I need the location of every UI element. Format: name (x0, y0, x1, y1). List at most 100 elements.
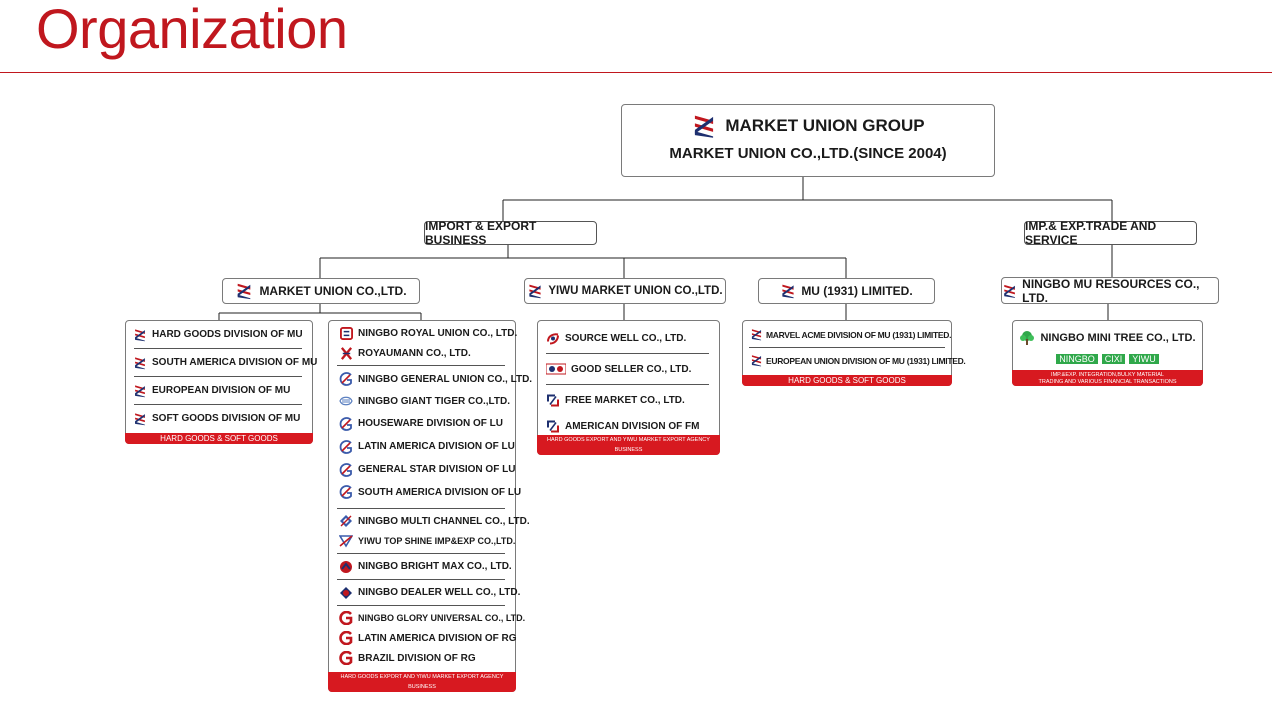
royal-union-logo-icon (339, 326, 353, 340)
source-well-logo-icon (547, 332, 559, 344)
division-label: LATIN AMERICA DIVISION OF LU (358, 441, 515, 452)
list-item: NINGBO GIANT TIGER CO.,LTD. (329, 390, 515, 412)
division-label: MARVEL ACME DIVISION OF MU (1931) LIMITE… (766, 329, 952, 340)
location-tag: YIWU (1128, 353, 1160, 365)
company-label: NINGBO BRIGHT MAX CO., LTD. (358, 561, 512, 572)
group-name: MARKET UNION GROUP (725, 116, 925, 135)
footer-line: IMP.&EXP. INTEGRATION,BULKY MATERIAL (1051, 372, 1164, 378)
group-company-name: MARKET UNION CO.,LTD.(SINCE 2004) (669, 145, 947, 162)
company-market-union: MARKET UNION CO.,LTD. (222, 278, 420, 304)
division-label: EUROPEAN DIVISION OF MU (152, 385, 291, 396)
company-label: NINGBO MULTI CHANNEL CO., LTD. (358, 515, 530, 527)
branch-label: IMPORT & EXPORT BUSINESS (425, 219, 537, 247)
company-label: NINGBO DEALER WELL CO., LTD. (358, 587, 521, 598)
company-label: MU (1931) LIMITED. (801, 284, 913, 298)
list-item: AMERICAN DIVISION OF FM (538, 413, 719, 439)
company-label: GOOD SELLER CO., LTD. (571, 363, 692, 375)
divider (749, 347, 945, 348)
market-union-logo-icon (133, 328, 147, 342)
category-footer: HARD GOODS & SOFT GOODS (742, 375, 952, 386)
company-ningbo-mu-resources: NINGBO MU RESOURCES CO., LTD. (1001, 277, 1219, 305)
division-label: SOUTH AMERICA DIVISION OF LU (358, 486, 522, 498)
list-item: NINGBO GENERAL UNION CO., LTD. (329, 368, 532, 390)
top-shine-logo-icon (339, 535, 353, 548)
division-label: SOUTH AMERICA DIVISION OF MU (152, 357, 318, 368)
company-label: NINGBO ROYAL UNION CO., LTD. (358, 327, 518, 339)
market-union-logo-icon (133, 412, 147, 426)
division-label: HARD GOODS DIVISION OF MU (152, 329, 303, 340)
divider (337, 579, 505, 580)
company-label: FREE MARKET CO., LTD. (565, 394, 685, 406)
divider (337, 508, 505, 509)
category-footer: IMP.&EXP. INTEGRATION,BULKY MATERIAL TRA… (1012, 370, 1203, 386)
general-union-logo-icon (339, 485, 352, 499)
division-label: EUROPEAN UNION DIVISION OF MU (1931) LIM… (766, 355, 966, 366)
division-label: AMERICAN DIVISION OF FM (565, 420, 700, 432)
mu-1931-divisions-box: MARVEL ACME DIVISION OF MU (1931) LIMITE… (742, 320, 966, 386)
company-label: NINGBO GENERAL UNION CO., LTD. (358, 373, 533, 385)
group-root-box: MARKET UNION GROUP MARKET UNION CO.,LTD.… (621, 104, 995, 177)
list-item: SOUTH AMERICA DIVISION OF LU (329, 481, 521, 503)
multi-channel-logo-icon (340, 515, 352, 527)
divider (546, 384, 709, 385)
list-item: ROYAUMANN CO., LTD. (329, 343, 515, 363)
good-seller-logo-icon (546, 363, 566, 375)
ningbo-companies-box: NINGBO ROYAL UNION CO., LTD. ROYAUMANN C… (328, 320, 532, 692)
list-item: MARVEL ACME DIVISION OF MU (1931) LIMITE… (743, 323, 951, 346)
company-label: SOURCE WELL CO., LTD. (565, 332, 687, 344)
division-label: HOUSEWARE DIVISION OF LU (358, 418, 504, 429)
list-item: NINGBO GLORY UNIVERSAL CO., LTD. (329, 608, 525, 628)
royaumann-logo-icon (340, 346, 352, 360)
divider (337, 553, 505, 554)
company-label: YIWU TOP SHINE IMP&EXP CO.,LTD. (358, 536, 516, 546)
company-label: NINGBO MINI TREE CO., LTD. (1040, 332, 1196, 344)
trade-service-branch: IMP.& EXP.TRADE AND SERVICE (1024, 219, 1197, 247)
market-union-logo-icon (691, 113, 717, 139)
company-label: YIWU MARKET UNION CO.,LTD. (548, 285, 723, 297)
market-union-logo-icon (750, 354, 763, 367)
glory-universal-logo-icon (339, 631, 353, 645)
list-item: FREE MARKET CO., LTD. (538, 387, 719, 413)
general-union-logo-icon (339, 372, 352, 386)
giant-tiger-logo-icon (339, 396, 353, 406)
company-label: ROYAUMANN CO., LTD. (358, 347, 471, 359)
list-item: NINGBO MULTI CHANNEL CO., LTD. (329, 511, 530, 531)
divider (134, 404, 302, 405)
footer-line: TRADING AND VARIOUS FINANCIAL TRANSACTIO… (1038, 378, 1177, 385)
list-item: HOUSEWARE DIVISION OF LU (329, 412, 515, 435)
list-item: NINGBO BRIGHT MAX CO., LTD. (329, 556, 515, 577)
location-tag: CIXI (1100, 353, 1127, 365)
divider (337, 365, 505, 366)
mu-divisions-box: HARD GOODS DIVISION OF MU SOUTH AMERICA … (125, 320, 317, 444)
list-item: NINGBO ROYAL UNION CO., LTD. (329, 323, 518, 343)
list-item: GOOD SELLER CO., LTD. (538, 356, 719, 382)
category-footer: HARD GOODS & SOFT GOODS (125, 433, 313, 444)
general-union-logo-icon (339, 416, 352, 431)
divider (337, 605, 505, 606)
division-label: LATIN AMERICA DIVISION OF RG (358, 632, 517, 644)
list-item: EUROPEAN DIVISION OF MU (126, 379, 312, 402)
category-footer: HARD GOODS EXPORT AND YIWU MARKET EXPORT… (537, 435, 720, 455)
divider (134, 348, 302, 349)
market-union-logo-icon (133, 384, 147, 398)
company-label: MARKET UNION CO.,LTD. (259, 284, 407, 298)
list-item: SOURCE WELL CO., LTD. (538, 325, 719, 351)
company-label: NINGBO GLORY UNIVERSAL CO., LTD. (358, 613, 526, 623)
branch-label: IMP.& EXP.TRADE AND SERVICE (1025, 219, 1157, 247)
free-market-logo-icon (547, 394, 559, 406)
division-label: BRAZIL DIVISION OF RG (358, 652, 476, 664)
list-item: HARD GOODS DIVISION OF MU (126, 323, 312, 346)
division-label: SOFT GOODS DIVISION OF MU (152, 413, 301, 424)
company-label: NINGBO GIANT TIGER CO.,LTD. (358, 395, 511, 407)
page-title: Organization (36, 0, 348, 60)
list-item: NINGBO MINI TREE CO., LTD. (1013, 327, 1202, 349)
list-item: SOUTH AMERICA DIVISION OF MU (126, 351, 317, 374)
market-union-logo-icon (235, 282, 253, 300)
market-union-logo-icon (1002, 283, 1017, 299)
location-tag: NINGBO (1055, 353, 1099, 365)
market-union-logo-icon (750, 328, 763, 341)
list-item: SOFT GOODS DIVISION OF MU (126, 407, 312, 430)
general-union-logo-icon (339, 462, 352, 477)
